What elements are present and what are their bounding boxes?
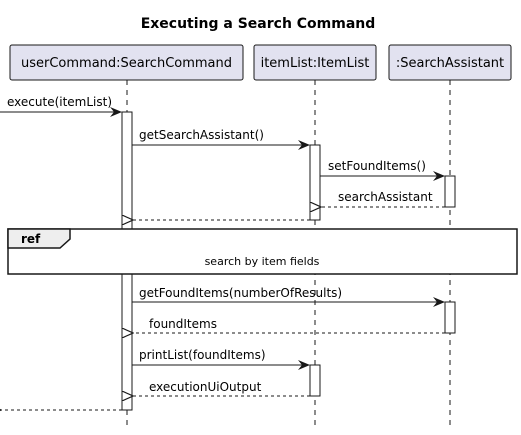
activation-item-list-1 (309, 144, 321, 221)
return-search-assistant-label: searchAssistant (338, 190, 433, 204)
activation-search-assistant-1 (444, 175, 456, 208)
participant-user-command-label: userCommand:SearchCommand (21, 56, 232, 71)
return-execution-ui-output: executionUiOutput (133, 380, 310, 396)
participant-user-command: userCommand:SearchCommand (9, 44, 244, 81)
participant-search-assistant-label: :SearchAssistant (396, 56, 504, 71)
message-print-list: printList(foundItems) (132, 348, 310, 370)
participant-search-assistant: :SearchAssistant (388, 44, 512, 81)
return-search-assistant: searchAssistant (321, 190, 445, 207)
return-found-items: foundItems (133, 317, 445, 333)
return-found-items-label: foundItems (149, 317, 217, 331)
participant-item-list: itemList:ItemList (253, 44, 377, 81)
participant-item-list-label: itemList:ItemList (261, 56, 370, 71)
return-execution-ui-output-label: executionUiOutput (149, 380, 262, 394)
message-get-found-items-label: getFoundItems(numberOfResults) (139, 286, 342, 300)
message-set-found-items-label: setFoundItems() (328, 159, 426, 173)
message-execute-label: execute(itemList) (7, 95, 112, 109)
message-get-search-assistant-label: getSearchAssistant() (139, 128, 264, 142)
ref-fragment-body: search by item fields (205, 255, 320, 268)
ref-fragment-tag: ref (21, 232, 41, 246)
message-get-search-assistant: getSearchAssistant() (132, 128, 310, 150)
message-get-found-items: getFoundItems(numberOfResults) (132, 286, 445, 307)
activation-search-assistant-2 (444, 301, 456, 334)
message-execute: execute(itemList) (0, 95, 122, 117)
diagram-title: Executing a Search Command (141, 16, 376, 32)
message-set-found-items: setFoundItems() (320, 159, 445, 181)
activation-item-list-2 (309, 364, 321, 397)
message-print-list-label: printList(foundItems) (139, 348, 266, 362)
ref-fragment: ref search by item fields (7, 228, 518, 275)
